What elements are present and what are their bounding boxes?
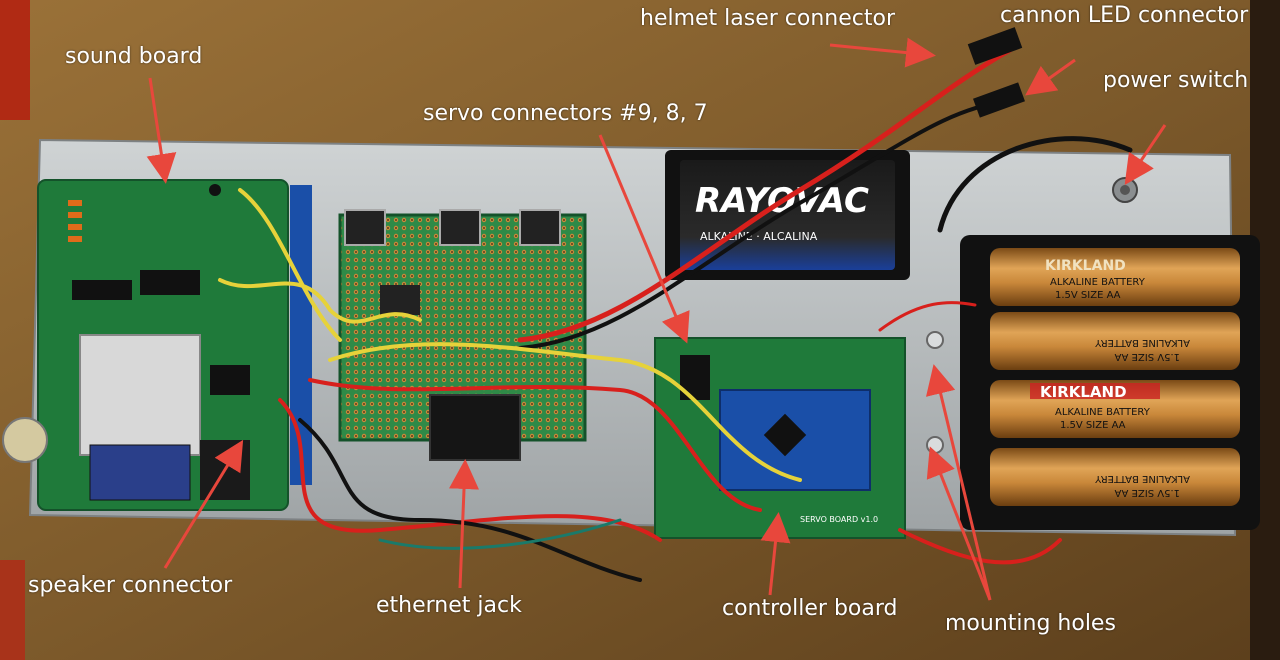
label-cannon-led-connector: cannon LED connector (1000, 3, 1249, 28)
aa-battery-1: KIRKLAND ALKALINE BATTERY 1.5V SIZE AA (990, 248, 1240, 306)
label-servo-connectors: servo connectors #9, 8, 7 (423, 101, 708, 126)
sound-board (2, 179, 312, 511)
label-helmet-laser-connector: helmet laser connector (640, 6, 896, 31)
label-mounting-holes: mounting holes (945, 611, 1116, 636)
label-power-switch: power switch (1103, 68, 1249, 93)
aa-size-1: 1.5V SIZE AA (1055, 290, 1121, 301)
label-ethernet-jack: ethernet jack (376, 593, 522, 618)
aa-battery-3: KIRKLAND ALKALINE BATTERY 1.5V SIZE AA (990, 380, 1240, 438)
red-cloth-left (0, 0, 30, 120)
aa-battery-2: ALKALINE BATTERY 1.5V SIZE AA (990, 312, 1240, 370)
helmet-laser-connector-body (967, 27, 1023, 65)
aa-battery-4: ALKALINE BATTERY 1.5V SIZE AA (990, 448, 1240, 506)
aa-brand-1: KIRKLAND (1045, 258, 1126, 274)
aa-type-4: ALKALINE BATTERY (1094, 473, 1190, 484)
aa-battery-holder: KIRKLAND ALKALINE BATTERY 1.5V SIZE AA A… (960, 235, 1260, 530)
battery-9v: RAYOVAC ALKALINE · ALCALINA (665, 150, 910, 280)
aa-type-2: ALKALINE BATTERY (1094, 337, 1190, 348)
cannon-led-connector-body (973, 82, 1025, 118)
aa-size-2: 1.5V SIZE AA (1114, 351, 1180, 362)
battery-9v-sub: ALKALINE · ALCALINA (700, 230, 818, 243)
aa-brand-3: KIRKLAND (1040, 383, 1127, 401)
aa-type-3: ALKALINE BATTERY (1055, 407, 1151, 418)
label-sound-board: sound board (65, 44, 203, 69)
aa-size-4: 1.5V SIZE AA (1114, 487, 1180, 498)
label-controller-board: controller board (722, 596, 898, 621)
red-cloth-bottom-left (0, 560, 25, 660)
controller-board: SERVO BOARD v1.0 (654, 337, 906, 539)
servo-board-text: SERVO BOARD v1.0 (800, 515, 878, 524)
mounting-hole-2 (926, 436, 944, 454)
label-speaker-connector: speaker connector (28, 573, 233, 598)
aa-size-3: 1.5V SIZE AA (1060, 420, 1126, 431)
mounting-hole-1 (926, 331, 944, 349)
aa-type-1: ALKALINE BATTERY (1050, 277, 1146, 288)
